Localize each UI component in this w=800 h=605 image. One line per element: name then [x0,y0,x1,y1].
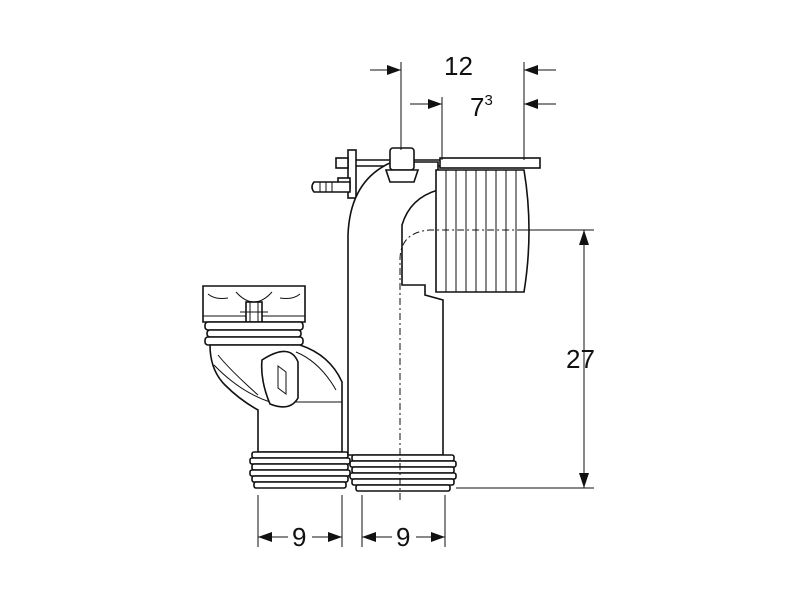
dimension-height: 27 [566,344,595,374]
wall-bracket [347,149,357,199]
right-spigot-ribs [349,454,457,492]
dimension-inner-width: 73 [470,92,493,122]
dimension-inner-width-sup: 3 [484,92,492,109]
dimension-left-pipe: 9 [292,522,306,552]
dimension-top-width: 12 [444,51,473,81]
bend-clamp [389,147,415,171]
pan-connector-bend [311,147,590,500]
bracket-screw [311,181,351,193]
dimension-inner-width-base: 7 [470,92,484,122]
bend-pipe [347,161,444,456]
dimension-lines [257,62,594,547]
offset-connector [202,285,351,489]
left-spigot-ribs [249,451,351,489]
centre-line [399,229,590,500]
outlet-ribs [435,169,530,293]
offset-window [260,350,299,408]
dimension-right-pipe: 9 [396,522,410,552]
